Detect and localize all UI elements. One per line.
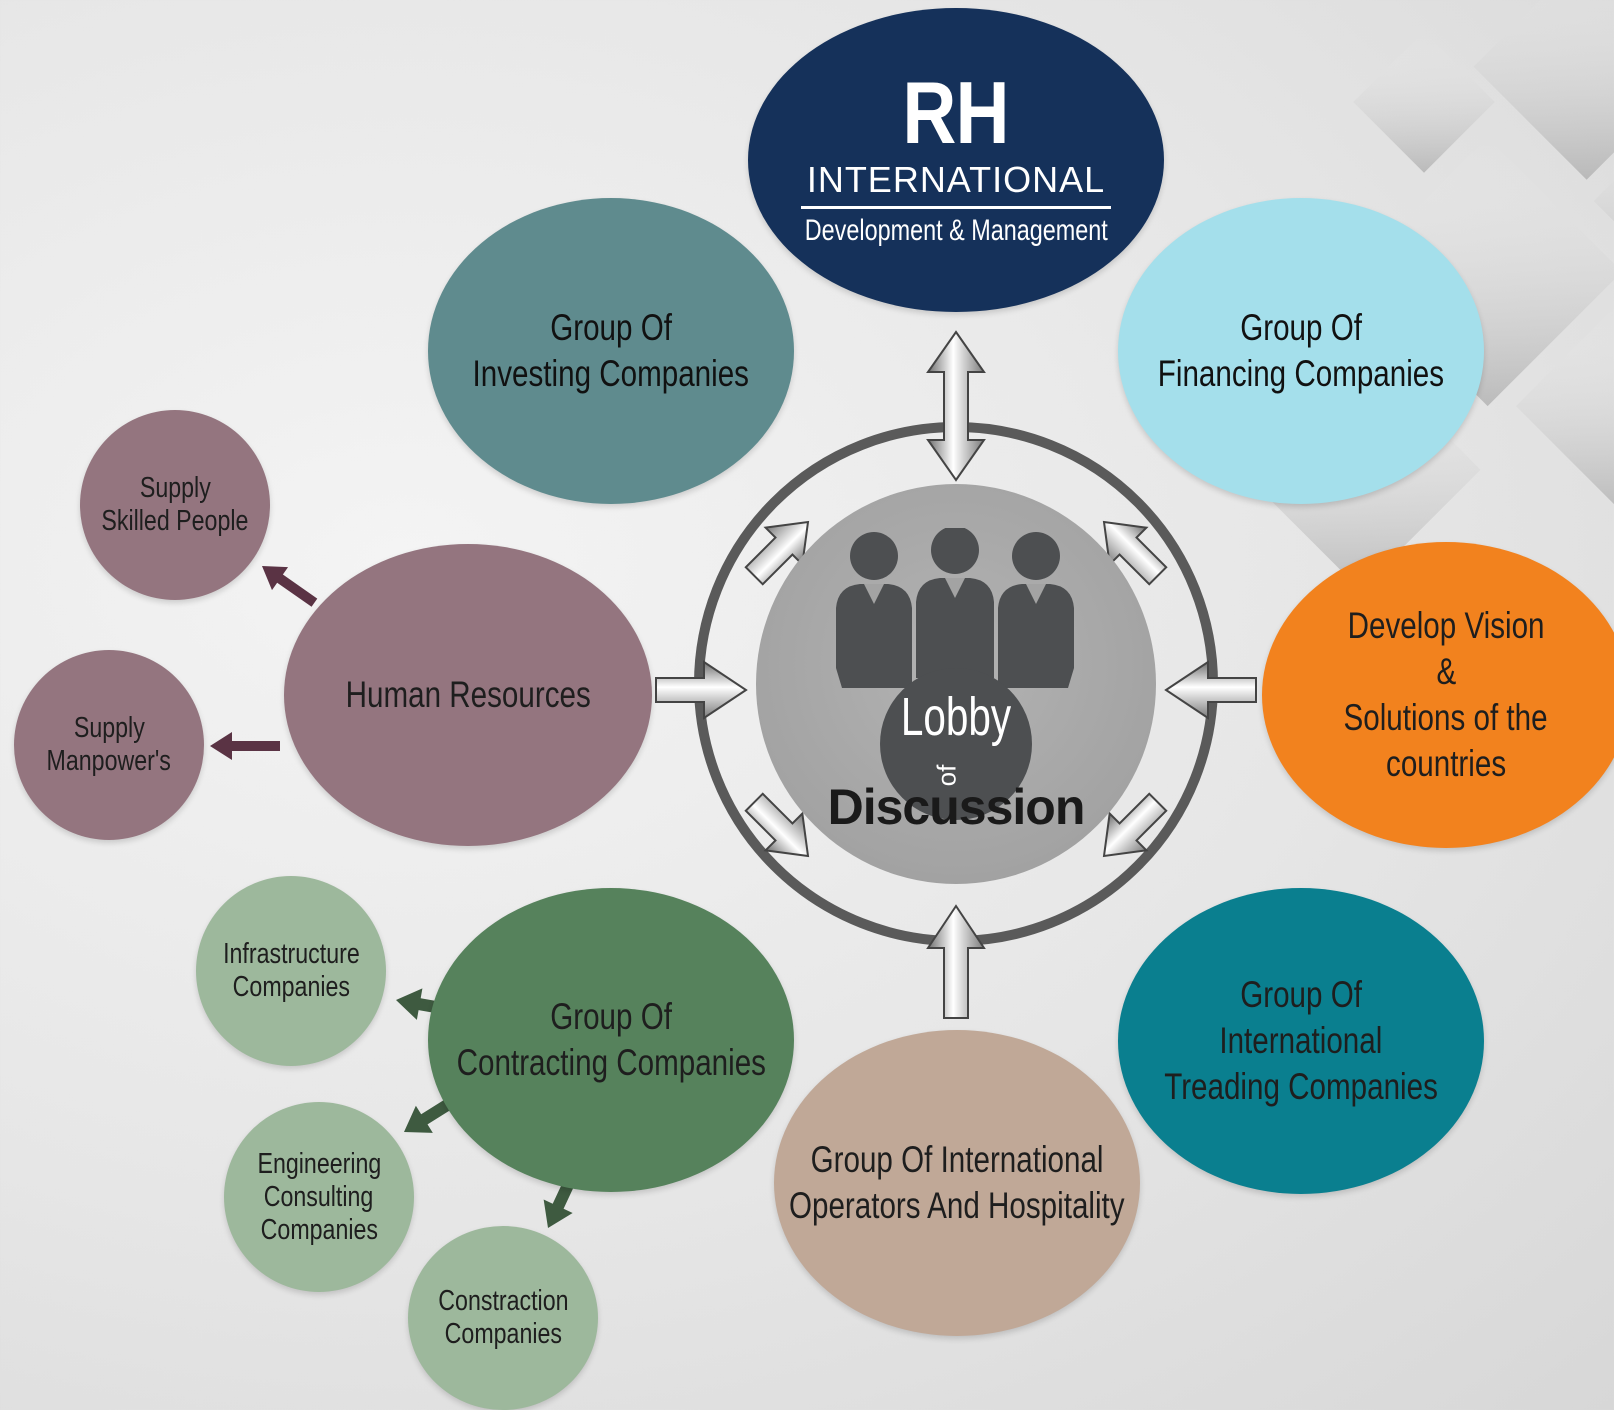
node-text: Skilled People [101, 505, 249, 537]
node-text: Develop Vision [1347, 605, 1545, 646]
silver-arrow-icon [926, 330, 986, 482]
node-supply-skilled-people: Supply Skilled People [80, 410, 270, 600]
node-text: Companies [260, 1213, 378, 1246]
node-text: Companies [232, 971, 350, 1003]
node-text: countries [1385, 743, 1507, 784]
node-supply-manpower: Supply Manpower's [14, 650, 204, 840]
silver-arrow-icon [744, 792, 810, 858]
node-human-resources: Human Resources [284, 544, 652, 846]
node-text: Group Of [550, 307, 672, 348]
silver-arrow-icon [1102, 792, 1168, 858]
node-engineering-consulting: Engineering Consulting Companies [224, 1102, 414, 1292]
node-text: Supply [73, 712, 145, 744]
logo-tagline: Development & Management [804, 213, 1108, 247]
lobby-badge: Lobby of [880, 668, 1032, 820]
node-operators-hospitality: Group Of International Operators And Hos… [774, 1030, 1140, 1336]
node-develop-vision: Develop Vision & Solutions of the countr… [1262, 542, 1614, 848]
node-text: Solutions of the [1343, 697, 1549, 738]
rh-international-logo: RH INTERNATIONAL Development & Managemen… [748, 8, 1164, 312]
node-text: Companies [444, 1318, 562, 1350]
node-trading-companies: Group Of International Treading Companie… [1118, 888, 1484, 1194]
node-contracting-companies: Group Of Contracting Companies [428, 888, 794, 1192]
node-text: Contracting Companies [456, 1042, 766, 1083]
discussion-label: Discussion [827, 779, 1086, 835]
node-text: Human Resources [345, 674, 591, 715]
node-text: Operators And Hospitality [789, 1185, 1125, 1226]
node-text: Group Of [1240, 974, 1362, 1015]
hr-arrow-skilled [262, 566, 318, 607]
silver-arrow-icon [1164, 660, 1257, 720]
node-financing-companies: Group Of Financing Companies [1118, 198, 1484, 504]
lobby-label: Lobby [900, 687, 1012, 747]
node-investing-companies: Group Of Investing Companies [428, 198, 794, 504]
silver-arrow-icon [926, 904, 986, 1019]
node-text: & [1436, 651, 1456, 692]
node-text: Group Of International [810, 1139, 1104, 1180]
node-text: Constraction [437, 1285, 569, 1317]
node-text: Group Of [1240, 307, 1362, 348]
node-text: Engineering [257, 1147, 381, 1180]
node-text: International [1219, 1020, 1383, 1061]
node-text: Investing Companies [472, 353, 750, 394]
node-text: Supply [139, 472, 211, 504]
logo-rh: RH [902, 62, 1010, 162]
node-text: Financing Companies [1157, 353, 1445, 394]
logo-international: INTERNATIONAL [800, 158, 1112, 209]
silver-arrow-icon [655, 660, 748, 720]
node-text: Infrastructure [222, 938, 360, 970]
hr-arrow-manpower [210, 732, 280, 760]
node-text: Group Of [550, 996, 672, 1037]
node-infrastructure-companies: Infrastructure Companies [196, 876, 386, 1066]
node-text: Manpower's [46, 745, 172, 777]
node-text: Consulting [264, 1180, 374, 1213]
people-icon [836, 528, 1074, 688]
node-text: Treading Companies [1164, 1066, 1438, 1107]
node-constraction-companies: Constraction Companies [408, 1226, 598, 1410]
